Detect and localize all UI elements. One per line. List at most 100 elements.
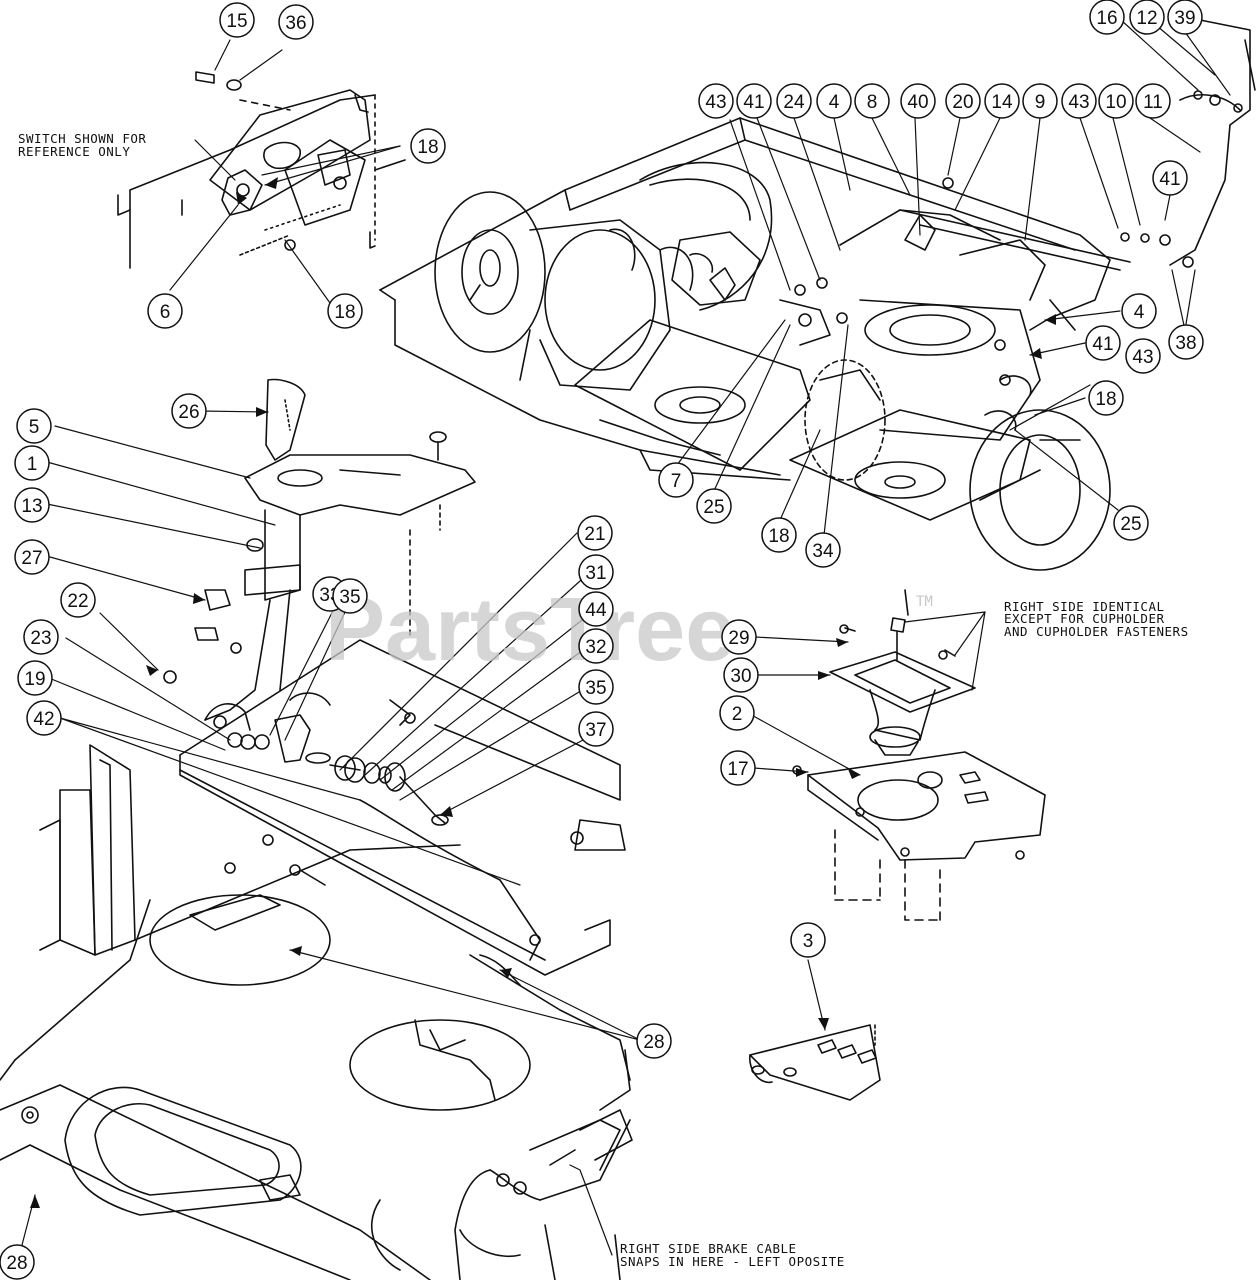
callout-40: 40 xyxy=(900,83,936,119)
callout-circle xyxy=(1121,293,1157,329)
callout-label: 20 xyxy=(952,92,973,113)
callout-circle xyxy=(219,2,255,38)
callout-circle xyxy=(578,554,614,590)
callout-label: 24 xyxy=(783,92,805,113)
callout-circle xyxy=(578,669,614,705)
callout-label: 27 xyxy=(21,548,42,569)
callout-circle xyxy=(17,660,53,696)
callout-18: 18 xyxy=(761,517,797,553)
callout-label: 29 xyxy=(728,628,749,649)
callout-label: 9 xyxy=(1035,92,1046,113)
callout-28: 28 xyxy=(636,1023,672,1059)
callout-34: 34 xyxy=(805,532,841,568)
callout-36: 36 xyxy=(278,4,314,40)
callout-label: 18 xyxy=(1095,389,1116,410)
callout-41: 41 xyxy=(1085,325,1121,361)
callout-circle xyxy=(1125,338,1161,374)
callout-label: 41 xyxy=(743,92,764,113)
callout-circle xyxy=(1088,380,1124,416)
callout-label: 36 xyxy=(285,13,306,34)
callout-32: 32 xyxy=(578,628,614,664)
callout-circle xyxy=(1167,0,1203,35)
callout-41: 41 xyxy=(736,83,772,119)
callout-label: 32 xyxy=(585,637,606,658)
callout-circle xyxy=(1129,0,1165,35)
callout-circle xyxy=(984,83,1020,119)
callout-label: 19 xyxy=(24,669,45,690)
callout-circle xyxy=(278,4,314,40)
callout-10: 10 xyxy=(1098,83,1134,119)
callout-25: 25 xyxy=(1113,505,1149,541)
callout-20: 20 xyxy=(945,83,981,119)
callout-label: 31 xyxy=(585,563,606,584)
callout-circle xyxy=(854,83,890,119)
watermark-text: PartsTree xyxy=(325,580,735,680)
callout-label: 13 xyxy=(21,496,42,517)
callout-5: 5 xyxy=(16,408,52,444)
callout-label: 21 xyxy=(584,524,605,545)
callout-1: 1 xyxy=(14,445,50,481)
callout-circle xyxy=(761,517,797,553)
callout-24: 24 xyxy=(776,83,812,119)
callout-circle xyxy=(816,83,852,119)
callout-26: 26 xyxy=(171,393,207,429)
note-switch-line-1: SWITCH SHOWN FOR xyxy=(18,131,146,146)
callout-35: 35 xyxy=(578,669,614,705)
callout-42: 42 xyxy=(26,700,62,736)
callout-label: 12 xyxy=(1136,8,1157,29)
callout-circle xyxy=(171,393,207,429)
callout-18: 18 xyxy=(1088,380,1124,416)
callout-21: 21 xyxy=(577,515,613,551)
switch-bracket-assembly xyxy=(117,71,406,269)
note-right-side-line-3: AND CUPHOLDER FASTENERS xyxy=(1004,624,1189,639)
callout-circle xyxy=(578,591,614,627)
callout-28: 28 xyxy=(0,1244,35,1280)
callout-circle xyxy=(698,83,734,119)
callout-41: 41 xyxy=(1152,160,1188,196)
callout-label: 26 xyxy=(178,402,199,423)
callout-label: 23 xyxy=(30,628,51,649)
callout-43: 43 xyxy=(1125,338,1161,374)
callout-label: 1 xyxy=(27,454,38,475)
callout-label: 10 xyxy=(1105,92,1126,113)
callout-4: 4 xyxy=(1121,293,1157,329)
callout-circle xyxy=(790,922,826,958)
transaxle-assembly xyxy=(379,19,1256,571)
callout-circle xyxy=(1085,325,1121,361)
callout-label: 43 xyxy=(705,92,726,113)
callout-circle xyxy=(805,532,841,568)
callout-circle xyxy=(900,83,936,119)
callout-label: 3 xyxy=(803,931,814,952)
callout-circle xyxy=(719,695,755,731)
callout-label: 8 xyxy=(867,92,878,113)
arrowheads xyxy=(30,177,1056,1208)
note-brake-cable-line-1: RIGHT SIDE BRAKE CABLE xyxy=(620,1241,797,1256)
callout-label: 28 xyxy=(643,1032,664,1053)
callout-17: 17 xyxy=(720,750,756,786)
callout-label: 41 xyxy=(1092,334,1113,355)
callout-38: 38 xyxy=(1168,324,1204,360)
callout-circle xyxy=(26,700,62,736)
callout-4: 4 xyxy=(816,83,852,119)
callout-circle xyxy=(1089,0,1125,35)
callout-label: 18 xyxy=(334,302,355,323)
callout-22: 22 xyxy=(60,582,96,618)
callout-circle xyxy=(147,293,183,329)
callout-circle xyxy=(723,657,759,693)
callout-label: 39 xyxy=(1174,8,1195,29)
callout-43: 43 xyxy=(1061,83,1097,119)
callout-label: 25 xyxy=(1120,514,1141,535)
callout-circle xyxy=(1098,83,1134,119)
callout-circle xyxy=(16,408,52,444)
callout-29: 29 xyxy=(721,619,757,655)
callout-label: 17 xyxy=(727,759,748,780)
callout-2: 2 xyxy=(719,695,755,731)
callout-25: 25 xyxy=(696,488,732,524)
callout-label: 35 xyxy=(585,678,606,699)
callout-circle xyxy=(60,582,96,618)
callout-circle xyxy=(1022,83,1058,119)
callout-label: 38 xyxy=(1175,333,1196,354)
